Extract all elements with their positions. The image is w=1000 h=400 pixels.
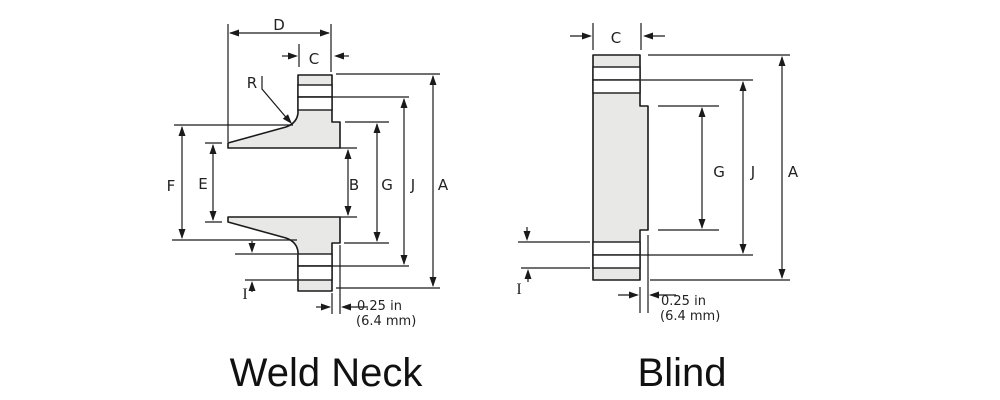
dimension-I: I (235, 241, 297, 303)
dimension-J: J (641, 79, 755, 256)
raised-face-dimension: 0.25 in (6.4 mm) (618, 235, 720, 324)
dim-label-C: C (309, 50, 319, 68)
flange-band (297, 84, 333, 98)
flange-band (592, 241, 641, 256)
dimension-A: A (336, 73, 449, 289)
raised-face-dimension: 0.25 in (6.4 mm) (316, 245, 416, 329)
flange-band (592, 79, 641, 94)
dimension-R: R (247, 74, 292, 124)
dimension-D: D (227, 16, 332, 142)
dim-label-G: G (713, 163, 725, 181)
dim-label-E: E (198, 175, 207, 193)
raised-face-note-mm: (6.4 mm) (660, 309, 720, 324)
flange-band (297, 96, 333, 111)
dim-label-C: C (611, 29, 621, 47)
dimension-F: F (167, 124, 297, 241)
dim-label-J: J (750, 163, 755, 181)
flange-band (297, 253, 333, 267)
dimension-C: C (570, 23, 665, 50)
dimension-A: A (648, 54, 799, 281)
dim-label-I: I (516, 281, 521, 298)
raised-face-note-in: 0.25 in (661, 294, 706, 309)
dim-label-A: A (438, 176, 449, 194)
dim-label-J: J (410, 176, 415, 194)
dimension-C: C (282, 44, 349, 68)
dimension-E: E (198, 142, 222, 223)
blind-caption: Blind (638, 351, 727, 395)
dim-label-R: R (247, 74, 257, 92)
dimension-G: G (658, 105, 725, 231)
dim-label-D: D (273, 16, 285, 34)
dimension-G: G (344, 121, 393, 244)
weld-neck-diagram: D C R F (167, 16, 449, 395)
weld-neck-caption: Weld Neck (230, 351, 424, 395)
dim-label-A: A (788, 163, 799, 181)
dimension-J: J (298, 96, 415, 267)
flange-band (592, 254, 641, 269)
raised-face-note-mm: (6.4 mm) (356, 314, 416, 329)
raised-face-note-in: 0.25 in (357, 299, 402, 314)
dim-label-G: G (381, 176, 393, 194)
dim-label-F: F (167, 177, 176, 195)
dim-label-B: B (349, 176, 359, 194)
flange-band (592, 66, 641, 81)
dim-label-I: I (242, 286, 247, 303)
blind-diagram: C G J A (516, 23, 799, 395)
dimension-B: B (340, 147, 359, 218)
flange-band (297, 265, 333, 281)
dimension-I: I (516, 227, 590, 298)
